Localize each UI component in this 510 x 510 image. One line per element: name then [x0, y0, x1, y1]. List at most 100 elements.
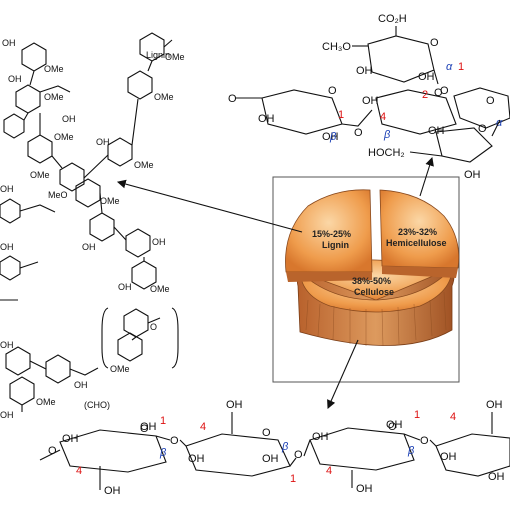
oh-label: OH: [356, 483, 373, 495]
lignin-ome-label: OMe: [100, 196, 120, 206]
ring-o-label: O: [388, 421, 397, 433]
oh-label: OH: [386, 419, 403, 431]
ring-o-label: O: [262, 427, 271, 439]
arrow-to-cellulose: [327, 339, 359, 410]
glycosidic-o-label: O: [170, 435, 179, 447]
hemicellulose-name-label: Hemicellulose: [386, 238, 447, 248]
hemicellulose-structure: CO₂H CH₃O O OH OH α 1 O O O O O OH OH OH…: [228, 13, 510, 181]
ring-o-label: O: [478, 123, 487, 135]
oh-label: OH: [362, 95, 379, 107]
lignin-name-label: Lignin: [322, 240, 349, 250]
ring-o-label: O: [440, 85, 449, 97]
lignin-ome-label: OMe: [44, 92, 64, 102]
lignin-ome-label: OMe: [36, 397, 56, 407]
oh-label: OH: [312, 431, 329, 443]
glycosidic-o-label: O: [294, 449, 303, 461]
ring-o-label: O: [140, 423, 149, 435]
oh-label: OH: [258, 113, 275, 125]
lignin-cho-label: (CHO): [84, 400, 110, 410]
lignin-slice-side: [286, 272, 372, 282]
oh-label: OH: [356, 65, 373, 77]
lignin-structure: OH OMe OMe OH OMe OMe OH Lignin OMe OMe …: [0, 32, 185, 420]
beta-label: β: [329, 131, 337, 143]
position-1-label: 1: [414, 409, 420, 421]
position-1-label: 1: [160, 415, 166, 427]
lignin-oh-label: OH: [62, 114, 76, 124]
lignin-ome-label: OMe: [134, 160, 154, 170]
position-1-label: 1: [290, 473, 296, 485]
oh-label: OH: [226, 399, 243, 411]
oh-label: OH: [188, 453, 205, 465]
lignin-oh-label: OH: [0, 340, 14, 350]
cellulose-structure: O O O O O O O OH OH OH OH OH OH OH OH OH…: [39, 399, 510, 497]
position-1-label: 1: [338, 109, 344, 121]
lignin-ome-label: OMe: [44, 64, 64, 74]
cellulose-percent-label: 38%-50%: [352, 276, 391, 286]
oh-label: OH: [322, 131, 339, 143]
chain-end-label: O: [228, 93, 237, 105]
position-4-label: 4: [200, 421, 206, 433]
lignin-oh-label: OH: [8, 74, 22, 84]
lignin-o-label: O: [150, 322, 157, 332]
cellulose-slice-top: [299, 266, 453, 313]
pointer-arrows: [116, 156, 434, 410]
arrow-to-lignin: [116, 179, 303, 233]
cellulose-name-label: Cellulose: [354, 287, 394, 297]
glycosidic-o-label: O: [420, 435, 429, 447]
lignin-oh-label: OH: [0, 184, 14, 194]
ring-o-label: O: [328, 85, 337, 97]
chain-end-o-label: O: [48, 445, 57, 457]
position-1-label: 1: [458, 61, 464, 73]
lignin-ome-label: OMe: [110, 364, 130, 374]
biomass-pie-panel: 15%-25% Lignin 23%-32% Hemicellulose 38%…: [272, 176, 460, 383]
lignin-tag-label: Lignin: [146, 50, 170, 60]
lignin-meo-label: MeO: [48, 190, 68, 200]
beta-label: β: [159, 447, 167, 459]
lignin-oh-label: OH: [0, 242, 14, 252]
alpha-label: α: [446, 61, 453, 73]
lignin-ome-label: OMe: [154, 92, 174, 102]
position-4-label: 4: [380, 111, 386, 123]
position-4-label: 4: [76, 465, 82, 477]
oh-label: OH: [464, 169, 481, 181]
glyco-o-label: O: [354, 127, 363, 139]
carboxyl-label: CO₂H: [378, 13, 407, 25]
oh-label: OH: [418, 71, 435, 83]
oh-label: OH: [104, 485, 121, 497]
hemicellulose-percent-label: 23%-32%: [398, 227, 437, 237]
hemicellulose-slice-side: [382, 266, 458, 278]
beta-label: β: [383, 129, 391, 141]
position-4-label: 4: [326, 465, 332, 477]
lignin-oh-label: OH: [0, 410, 14, 420]
beta-label: β: [407, 445, 415, 457]
beta-label: β: [281, 441, 289, 453]
oh-label: OH: [428, 125, 445, 137]
oh-label: OH: [488, 471, 505, 483]
lignin-slice: [285, 189, 373, 273]
lignin-ome-label: OMe: [150, 284, 170, 294]
lignin-oh-label: OH: [82, 242, 96, 252]
oh-label: OH: [62, 433, 79, 445]
position-4-label: 4: [450, 411, 456, 423]
alpha-label: α: [496, 117, 503, 129]
hemicellulose-slice: [379, 189, 460, 269]
oh-label: OH: [140, 421, 157, 433]
lignin-ome-label: OMe: [165, 52, 185, 62]
lignin-oh-label: OH: [74, 380, 88, 390]
lignin-oh-label: OH: [2, 38, 16, 48]
arrow-to-hemicellulose: [419, 156, 434, 197]
lignin-oh-label: OH: [118, 282, 132, 292]
oh-label: OH: [262, 453, 279, 465]
oh-label: OH: [486, 399, 503, 411]
methoxy-label: CH₃O: [322, 41, 351, 53]
hoch2-label: HOCH₂: [368, 147, 405, 159]
ring-o-label: O: [486, 95, 495, 107]
lignin-ome-label: OMe: [30, 170, 50, 180]
ring-o-label: O: [430, 37, 439, 49]
glyco-o-label: O: [434, 87, 443, 99]
lignin-oh-label: OH: [96, 137, 110, 147]
lignin-percent-label: 15%-25%: [312, 229, 351, 239]
lignin-ome-label: OMe: [54, 132, 74, 142]
oh-label: OH: [440, 451, 457, 463]
